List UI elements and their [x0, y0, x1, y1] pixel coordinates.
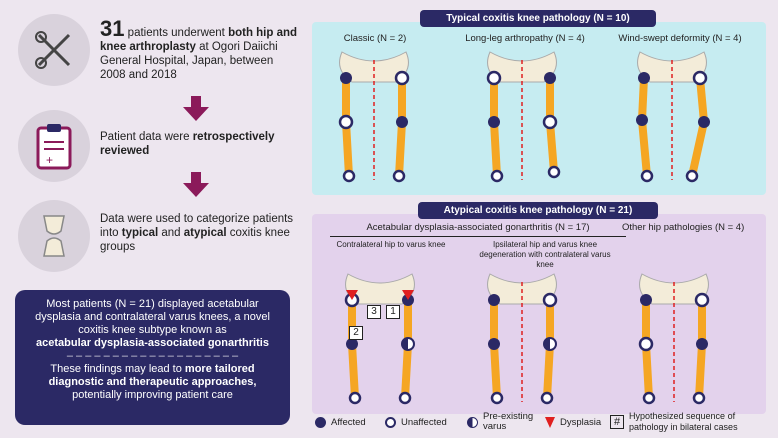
skeleton-figure: [338, 51, 410, 183]
ankle-joint: [640, 169, 654, 183]
atypical-figures: [344, 273, 710, 405]
leg-bone: [695, 340, 706, 402]
seq-badge-3: 3: [367, 305, 381, 319]
legend-sequence: #Hypothesized sequence of pathology in b…: [610, 411, 775, 433]
clipboard-icon: +: [18, 110, 90, 182]
summary-line1: Most patients (N = 21) displayed acetabu…: [35, 298, 270, 336]
leg-bone: [490, 118, 501, 180]
unaffected-joint: [542, 114, 558, 130]
affected-joint: [346, 338, 358, 350]
unaffected-joint: [692, 70, 708, 86]
affected-joint: [488, 338, 500, 350]
affected-joint: [488, 294, 500, 306]
leg-bone: [395, 118, 406, 180]
atypical-title: Atypical coxitis knee pathology (N = 21): [418, 202, 658, 219]
hash-icon: #: [610, 415, 624, 429]
summary-line2: These findings may lead to: [50, 363, 182, 375]
summary-line3: potentially improving patient care: [72, 389, 233, 401]
leg-bone: [543, 340, 554, 402]
ankle-joint: [692, 391, 706, 405]
sub2-label: Ipsilateral hip and varus knee degenerat…: [479, 240, 611, 269]
summary-bold2: more tailored diagnostic and therapeutic…: [48, 363, 257, 388]
surgical-tools-icon: [18, 14, 90, 86]
dysplasia-mark: [402, 290, 414, 300]
summary-box: Most patients (N = 21) displayed acetabu…: [15, 290, 290, 425]
other-label: Other hip pathologies (N = 4): [622, 222, 745, 233]
leg-bone: [342, 118, 353, 180]
affected-joint: [488, 116, 500, 128]
affected-joint: [640, 294, 652, 306]
affected-joint: [340, 72, 352, 84]
affected-dot-icon: [315, 417, 326, 428]
ankle-joint: [348, 391, 362, 405]
ankle-joint: [342, 169, 356, 183]
affected-joint: [544, 72, 556, 84]
leg-bone: [546, 118, 558, 176]
summary-bold1: acetabular dysplasia-associated gonarthr…: [36, 337, 269, 349]
varus-half: [402, 338, 408, 350]
down-arrow-icon: [183, 96, 209, 121]
skeleton-figure: [638, 273, 710, 405]
leg-bone: [638, 116, 651, 180]
skeleton-figure: [486, 51, 561, 183]
legend-unaffected: Unaffected: [385, 417, 447, 428]
varus-half: [544, 338, 550, 350]
skeleton-figure: [487, 273, 558, 405]
affected-joint: [396, 116, 408, 128]
unaffected-joint: [542, 292, 558, 308]
typical-figures: [338, 51, 710, 183]
unaffected-joint: [638, 336, 654, 352]
unaffected-dot-icon: [385, 417, 396, 428]
adag-label: Acetabular dysplasia-associated gonarthr…: [366, 222, 590, 233]
step-3-text: Data were used to categorize patients in…: [100, 213, 294, 253]
long-leg-label: Long-leg arthropathy (N = 4): [465, 33, 585, 44]
affected-joint: [638, 72, 650, 84]
affected-joint: [636, 114, 648, 126]
ankle-joint: [398, 391, 412, 405]
affected-joint: [698, 116, 710, 128]
skeleton-figure: [344, 273, 415, 405]
ankle-joint: [392, 169, 406, 183]
legend-affected: Affected: [315, 417, 366, 428]
ankle-joint: [685, 169, 699, 183]
dysplasia-triangle-icon: [545, 417, 555, 428]
seq-badge-1: 1: [386, 305, 400, 319]
affected-joint: [696, 338, 708, 350]
dysplasia-mark: [346, 290, 358, 300]
unaffected-joint: [394, 70, 410, 86]
unaffected-joint: [694, 292, 710, 308]
step-2-text: Patient data were retrospectively review…: [100, 131, 275, 157]
sub1-label: Contralateral hip to varus knee: [336, 240, 446, 249]
leg-bone: [642, 340, 653, 402]
typical-title: Typical coxitis knee pathology (N = 10): [420, 10, 656, 27]
summary-divider: – – – – – – – – – – – – – – – – – – –: [66, 350, 239, 362]
leg-bone: [490, 340, 501, 402]
legend-dysplasia: Dysplasia: [545, 417, 601, 428]
ankle-joint: [490, 391, 504, 405]
wind-swept-label: Wind-swept deformity (N = 4): [618, 33, 742, 44]
classic-label: Classic (N = 2): [343, 33, 407, 44]
knee-joint-icon: [18, 200, 90, 272]
down-arrow-icon: [183, 172, 209, 197]
skeleton-figure: [636, 51, 710, 183]
unaffected-joint: [486, 70, 502, 86]
leg-bone: [401, 340, 412, 402]
adag-underline: [330, 236, 626, 237]
legend-varus: Pre-existing varus: [467, 412, 537, 432]
ankle-joint: [540, 391, 554, 405]
varus-dot-icon: [467, 416, 478, 428]
leg-bone: [348, 340, 359, 402]
leg-bone: [696, 74, 708, 126]
ankle-joint: [490, 169, 504, 183]
step-1-text: 31 patients underwent both hip and knee …: [100, 16, 298, 82]
ankle-joint: [547, 165, 561, 179]
svg-text:+: +: [46, 153, 53, 167]
ankle-joint: [642, 391, 656, 405]
unaffected-joint: [338, 114, 354, 130]
leg-bone: [638, 74, 648, 124]
leg-bone: [688, 118, 708, 180]
seq-badge-2: 2: [349, 326, 363, 340]
